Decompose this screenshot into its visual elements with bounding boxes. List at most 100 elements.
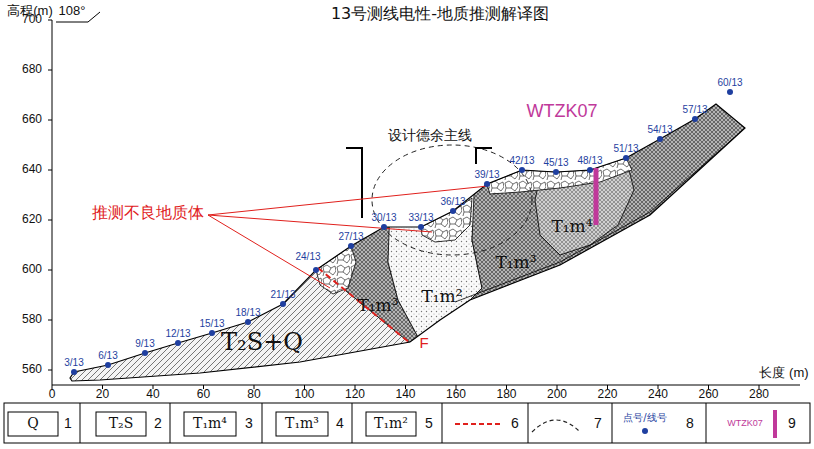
y-tick-label: 620 — [22, 213, 42, 226]
legend-number: 2 — [154, 416, 162, 431]
tick-mark — [48, 20, 52, 21]
point-label: 54/13 — [647, 124, 672, 135]
point-label: 27/13 — [338, 231, 363, 242]
point-label: 6/13 — [98, 350, 117, 361]
legend-number: 5 — [425, 416, 433, 431]
point-label: 42/13 — [509, 155, 534, 166]
point-label: 21/13 — [270, 289, 295, 300]
survey-point — [245, 319, 251, 325]
y-tick-label: 640 — [22, 163, 42, 176]
point-label: 57/13 — [682, 104, 707, 115]
stratum-label: T₁m³ — [495, 253, 536, 272]
x-tick-label: 100 — [294, 388, 314, 401]
survey-point — [142, 350, 148, 356]
tick-mark — [48, 120, 52, 121]
x-tick-label: 200 — [547, 388, 567, 401]
legend-number: 8 — [686, 416, 694, 431]
legend-number: 7 — [594, 416, 602, 431]
legend-sample-text: 点号/线号 — [623, 412, 666, 423]
y-tick-label: 560 — [22, 363, 42, 376]
point-label: 12/13 — [165, 328, 190, 339]
point-label: 24/13 — [295, 251, 320, 262]
callout-label: 推测不良地质体 — [91, 204, 205, 222]
x-tick-label: 160 — [446, 388, 466, 401]
x-tick-label: 260 — [698, 388, 718, 401]
tick-mark — [48, 370, 52, 371]
axis-title: 长度 (m) — [759, 366, 808, 380]
survey-point — [553, 169, 559, 175]
legend-sample-text: WTZK07 — [727, 419, 763, 429]
x-tick-label: 240 — [648, 388, 668, 401]
survey-point — [175, 340, 181, 346]
x-tick-label: 60 — [197, 388, 210, 401]
point-label: 15/13 — [199, 318, 224, 329]
x-tick-label: 20 — [96, 388, 109, 401]
legend-number: 9 — [788, 416, 796, 431]
route-label: 设计德余主线 — [387, 128, 473, 143]
stratum-label: T₁m² — [421, 287, 462, 306]
point-label: 18/13 — [235, 307, 260, 318]
chart-title: 13号测线电性-地质推测解译图 — [331, 5, 549, 23]
legend-sample-text: T₁m² — [374, 416, 408, 431]
x-tick-label: 180 — [496, 388, 516, 401]
survey-point — [692, 116, 698, 122]
legend-number: 1 — [64, 416, 72, 431]
y-tick-label: 600 — [22, 263, 42, 276]
survey-point — [313, 267, 319, 273]
survey-point — [587, 167, 593, 173]
point-label: 48/13 — [577, 155, 602, 166]
stratum-label: T₁m⁴ — [551, 217, 592, 236]
x-tick-label: 80 — [247, 388, 260, 401]
survey-point — [348, 243, 354, 249]
x-tick-label: 280 — [749, 388, 769, 401]
point-label: 30/13 — [371, 212, 396, 223]
legend-sample-text: T₁m³ — [285, 416, 319, 431]
point-label: 36/13 — [440, 196, 465, 207]
tick-mark — [48, 320, 52, 321]
x-tick-label: 140 — [395, 388, 415, 401]
legend-number: 6 — [511, 416, 519, 431]
y-tick-label: 700 — [22, 13, 42, 26]
x-tick-label: 40 — [146, 388, 159, 401]
survey-point — [105, 362, 111, 368]
point-label: 51/13 — [613, 143, 638, 154]
legend-number: 3 — [245, 416, 253, 431]
stratum-label: T₁m³ — [357, 296, 398, 315]
stratum-label: T₂S+Q — [221, 329, 303, 355]
legend-sample-text: T₁m⁴ — [193, 416, 227, 431]
survey-point — [381, 224, 387, 230]
point-label: 39/13 — [474, 169, 499, 180]
x-tick-label: 120 — [345, 388, 365, 401]
survey-point — [727, 89, 733, 95]
point-label: 9/13 — [135, 338, 154, 349]
azimuth-label: 108° — [59, 4, 86, 18]
tick-mark — [48, 170, 52, 171]
survey-point — [280, 301, 286, 307]
tick-mark — [48, 270, 52, 271]
legend-number: 4 — [336, 416, 344, 431]
point-label: 3/13 — [64, 357, 83, 368]
fault-label: F — [419, 335, 428, 352]
survey-point — [418, 224, 424, 230]
legend-sample-text: T₂S — [109, 416, 134, 431]
y-tick-label: 660 — [22, 113, 42, 126]
survey-point — [519, 167, 525, 173]
tick-mark — [48, 70, 52, 71]
y-tick-label: 680 — [22, 63, 42, 76]
survey-point — [450, 208, 456, 214]
borehole-label: WTZK07 — [526, 102, 597, 122]
survey-point — [623, 155, 629, 161]
survey-point — [657, 136, 663, 142]
y-tick-label: 580 — [22, 313, 42, 326]
point-label: 45/13 — [543, 157, 568, 168]
survey-point — [71, 369, 77, 375]
legend-sample-text: Q — [27, 416, 38, 431]
survey-point — [209, 330, 215, 336]
x-tick-label: 220 — [597, 388, 617, 401]
point-label: 60/13 — [717, 77, 742, 88]
survey-point — [484, 181, 490, 187]
tick-mark — [48, 220, 52, 221]
x-tick-label: 0 — [49, 388, 56, 401]
